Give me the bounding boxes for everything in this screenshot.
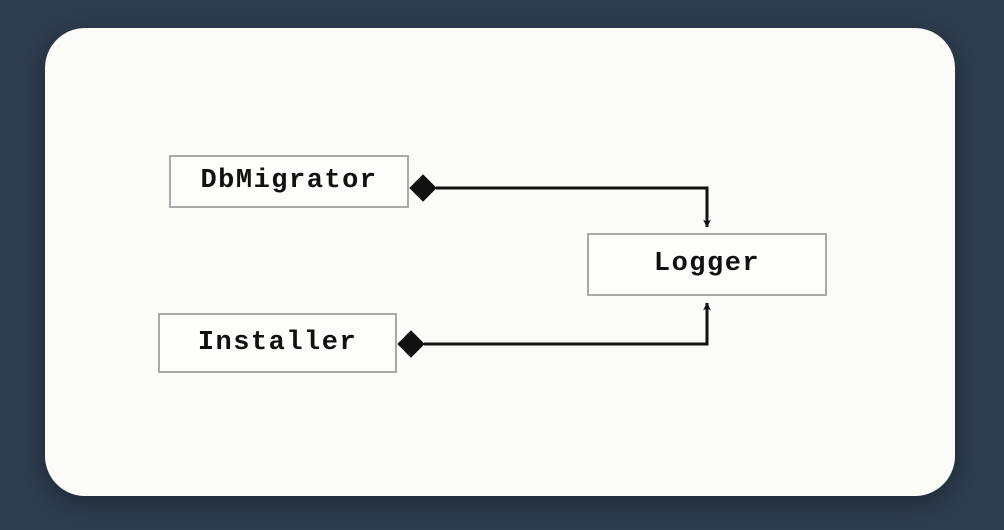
node-dbmigrator[interactable]: DbMigrator xyxy=(169,155,409,208)
node-installer[interactable]: Installer xyxy=(158,313,397,373)
edge-installer-logger xyxy=(397,302,711,358)
node-installer-label: Installer xyxy=(197,327,358,358)
composition-diamond-dbmigrator xyxy=(409,174,437,202)
node-dbmigrator-label: DbMigrator xyxy=(200,166,378,196)
node-logger[interactable]: Logger xyxy=(587,233,827,296)
composition-diamond-installer xyxy=(397,330,425,358)
edge-dbmigrator-logger-line xyxy=(436,186,711,228)
edge-installer-logger-line xyxy=(424,302,711,346)
node-logger-label: Logger xyxy=(653,249,761,279)
edge-dbmigrator-logger xyxy=(409,174,711,228)
